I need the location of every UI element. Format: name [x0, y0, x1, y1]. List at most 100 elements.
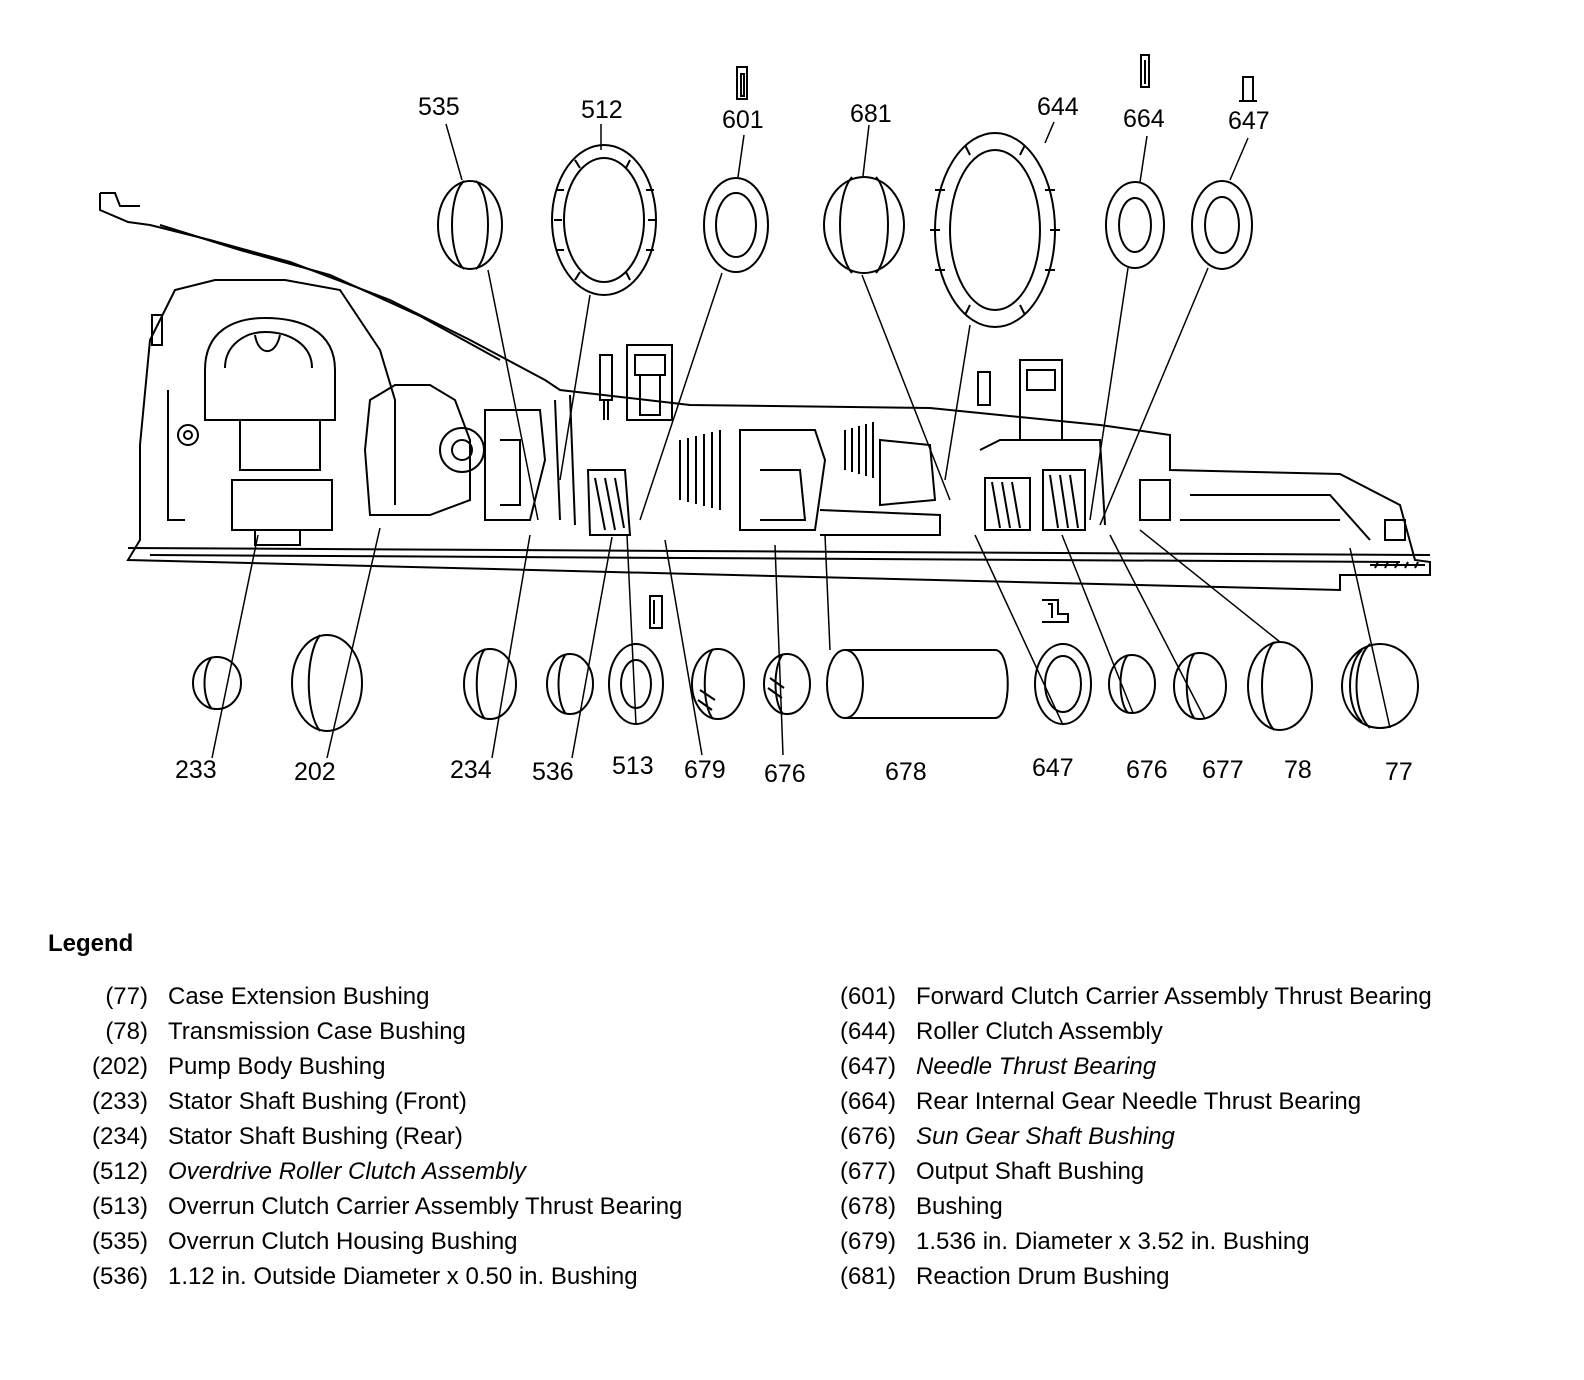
callout-233: 233 — [175, 756, 217, 784]
legend-entry: (664) Rear Internal Gear Needle Thrust Be… — [826, 1087, 1526, 1117]
part-677-bushing — [1173, 652, 1227, 720]
section-icon-513 — [649, 595, 663, 629]
part-681-bushing — [823, 176, 905, 274]
legend-code: (601) — [839, 983, 896, 1010]
part-78-bushing — [1247, 641, 1313, 731]
legend-entry: (512) Overdrive Roller Clutch Assembly — [78, 1157, 778, 1187]
callout-677: 677 — [1202, 756, 1244, 784]
callout-644: 644 — [1037, 93, 1079, 121]
legend-entry: (536) 1.12 in. Outside Diameter x 0.50 in… — [78, 1262, 778, 1292]
legend-column-right: (601) Forward Clutch Carrier Assembly Thr… — [826, 982, 1526, 1297]
callout-679: 679 — [684, 756, 726, 784]
legend-desc: Overdrive Roller Clutch Assembly — [168, 1158, 526, 1185]
legend-entry: (601) Forward Clutch Carrier Assembly Thr… — [826, 982, 1526, 1012]
legend-desc: Rear Internal Gear Needle Thrust Bearing — [916, 1088, 1362, 1115]
part-233-bushing — [192, 656, 242, 710]
callout-676-b: 676 — [1126, 756, 1168, 784]
callout-77: 77 — [1385, 758, 1413, 786]
callouts-bottom: 233 202 234 536 513 679 676 678 647 676 … — [175, 752, 1413, 788]
legend-desc: Needle Thrust Bearing — [916, 1053, 1157, 1080]
legend-code: (679) — [839, 1228, 896, 1255]
legend-desc: Reaction Drum Bushing — [916, 1263, 1170, 1290]
legend-desc: Output Shaft Bushing — [916, 1158, 1145, 1185]
legend-desc: Pump Body Bushing — [168, 1053, 386, 1080]
part-676-bushing-a — [763, 653, 811, 715]
legend-code: (202) — [91, 1053, 148, 1080]
leader-lines — [211, 121, 1391, 759]
part-536-bushing — [546, 653, 594, 715]
legend-desc: Overrun Clutch Carrier Assembly Thrust B… — [168, 1193, 683, 1220]
part-644-roller-clutch — [930, 132, 1060, 328]
section-icon-647-top — [1239, 76, 1257, 102]
callout-234: 234 — [450, 756, 492, 784]
callout-647-bottom: 647 — [1032, 754, 1074, 782]
legend-desc: Forward Clutch Carrier Assembly Thrust B… — [916, 983, 1432, 1010]
legend-code: (512) — [91, 1158, 148, 1185]
callout-536: 536 — [532, 758, 574, 786]
callout-678: 678 — [885, 758, 927, 786]
legend-code: (536) — [91, 1263, 148, 1290]
legend-code: (647) — [839, 1053, 896, 1080]
legend-entry: (679) 1.536 in. Diameter x 3.52 in. Bushi… — [826, 1227, 1526, 1257]
legend-desc: Bushing — [916, 1193, 1003, 1220]
legend-code: (681) — [839, 1263, 896, 1290]
legend-entry: (513) Overrun Clutch Carrier Assembly Thr… — [78, 1192, 778, 1222]
legend-entry: (676) Sun Gear Shaft Bushing — [826, 1122, 1526, 1152]
section-icon-664 — [1140, 54, 1150, 88]
legend-desc: Overrun Clutch Housing Bushing — [168, 1228, 518, 1255]
callout-535: 535 — [418, 93, 460, 121]
part-679-bushing — [691, 648, 745, 720]
part-664-thrust-bearing — [1105, 181, 1165, 269]
callout-202: 202 — [294, 758, 336, 786]
legend-desc: Stator Shaft Bushing (Front) — [168, 1088, 467, 1115]
transmission-cross-section-diagram: 535 512 601 681 644 664 647 233 202 234 … — [99, 54, 1431, 788]
legend-code: (234) — [91, 1123, 148, 1150]
legend-desc: Roller Clutch Assembly — [916, 1018, 1163, 1045]
legend-entry: (678) Bushing — [826, 1192, 1526, 1222]
part-601-thrust-bearing — [703, 177, 769, 273]
callout-601: 601 — [722, 106, 764, 134]
legend-entry: (77) Case Extension Bushing — [78, 982, 778, 1012]
callout-647-top: 647 — [1228, 107, 1270, 135]
part-647-thrust-bearing-top — [1191, 180, 1253, 270]
part-77-bushing — [1341, 643, 1419, 729]
legend-desc: Case Extension Bushing — [168, 983, 430, 1010]
legend-desc: Stator Shaft Bushing (Rear) — [168, 1123, 463, 1150]
legend-column-left: (77) Case Extension Bushing (78) Transmiss… — [78, 982, 778, 1297]
legend-code: (233) — [91, 1088, 148, 1115]
legend-code: (77) — [105, 983, 148, 1010]
callout-512: 512 — [581, 96, 623, 124]
callout-681: 681 — [850, 100, 892, 128]
part-678-bushing — [826, 649, 1009, 719]
legend-code: (644) — [839, 1018, 896, 1045]
legend-code: (678) — [839, 1193, 896, 1220]
legend-code: (78) — [105, 1018, 148, 1045]
section-icon-647-bottom — [1042, 599, 1069, 623]
legend-entry: (647) Needle Thrust Bearing — [826, 1052, 1526, 1082]
legend-desc: 1.12 in. Outside Diameter x 0.50 in. Bus… — [168, 1263, 638, 1290]
section-icon-601 — [736, 66, 748, 100]
legend-code: (676) — [839, 1123, 896, 1150]
legend-title: Legend — [48, 930, 134, 957]
transmission-cross-section — [99, 192, 1431, 592]
legend-entry: (644) Roller Clutch Assembly — [826, 1017, 1526, 1047]
legend-entry: (681) Reaction Drum Bushing — [826, 1262, 1526, 1292]
legend-desc: Transmission Case Bushing — [168, 1018, 466, 1045]
part-234-bushing — [463, 648, 517, 720]
legend-entry: (233) Stator Shaft Bushing (Front) — [78, 1087, 778, 1117]
part-202-bushing — [291, 634, 363, 732]
part-512-roller-clutch — [551, 144, 657, 296]
legend-desc: 1.536 in. Diameter x 3.52 in. Bushing — [916, 1228, 1310, 1255]
legend-code: (677) — [839, 1158, 896, 1185]
callout-513: 513 — [612, 752, 654, 780]
legend-entry: (677) Output Shaft Bushing — [826, 1157, 1526, 1187]
part-535-bushing — [437, 180, 503, 270]
legend-desc: Sun Gear Shaft Bushing — [916, 1123, 1175, 1150]
legend-entry: (202) Pump Body Bushing — [78, 1052, 778, 1082]
legend-code: (513) — [91, 1193, 148, 1220]
callouts-top: 535 512 601 681 644 664 647 — [418, 93, 1270, 135]
callout-664: 664 — [1123, 105, 1165, 133]
legend-code: (664) — [839, 1088, 896, 1115]
legend-entry: (78) Transmission Case Bushing — [78, 1017, 778, 1047]
legend-code: (535) — [91, 1228, 148, 1255]
